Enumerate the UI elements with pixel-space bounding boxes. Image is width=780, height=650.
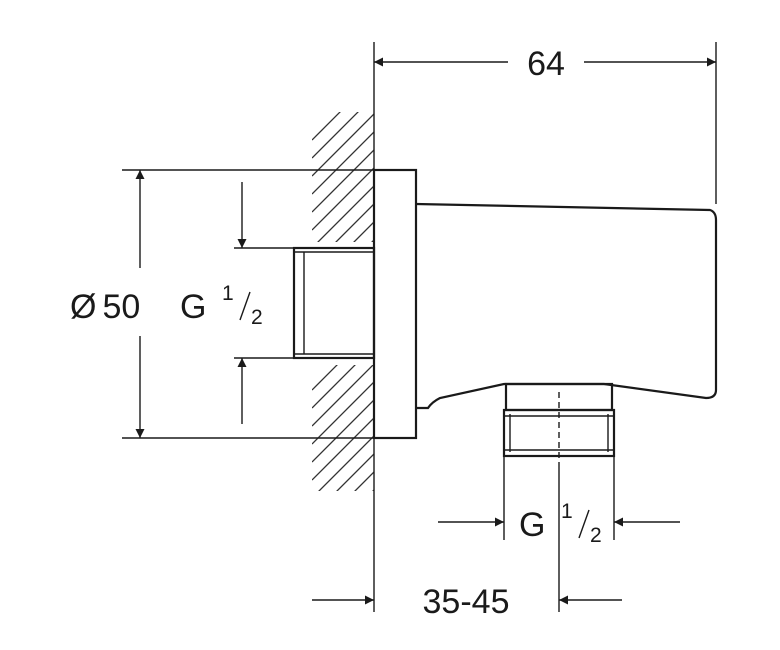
- outlet-thread-denominator: 2: [590, 524, 602, 547]
- wall-hatching-lower: [312, 365, 374, 491]
- outlet-body: [415, 202, 718, 410]
- wall-thread-fraction-slash: [239, 291, 251, 321]
- diameter-symbol: Ø: [70, 288, 96, 326]
- dimension-35-45-label: 35-45: [423, 583, 510, 621]
- outlet-connector: [502, 382, 616, 462]
- outlet-thread-numerator: 1: [561, 500, 573, 523]
- wall-thread-numerator: 1: [222, 282, 234, 305]
- dimension-wall-thread: G 1 2: [180, 182, 294, 424]
- diameter-value: 50: [102, 288, 140, 326]
- wall-thread-denominator: 2: [251, 306, 263, 329]
- wall-hatching-upper: [312, 112, 374, 242]
- dimension-outlet-thread: G 1 2: [438, 456, 680, 547]
- outlet-thread-fraction-slash: [578, 509, 590, 539]
- wall-plate: [372, 168, 418, 440]
- wall-thread-letter: G: [180, 288, 206, 326]
- dimension-64-label: 64: [527, 45, 565, 83]
- wall-nipple: [292, 246, 376, 360]
- outlet-thread-letter: G: [519, 506, 545, 544]
- dimension-overall-length: 64: [374, 42, 717, 204]
- dimension-wall-distance: 35-45: [312, 462, 622, 621]
